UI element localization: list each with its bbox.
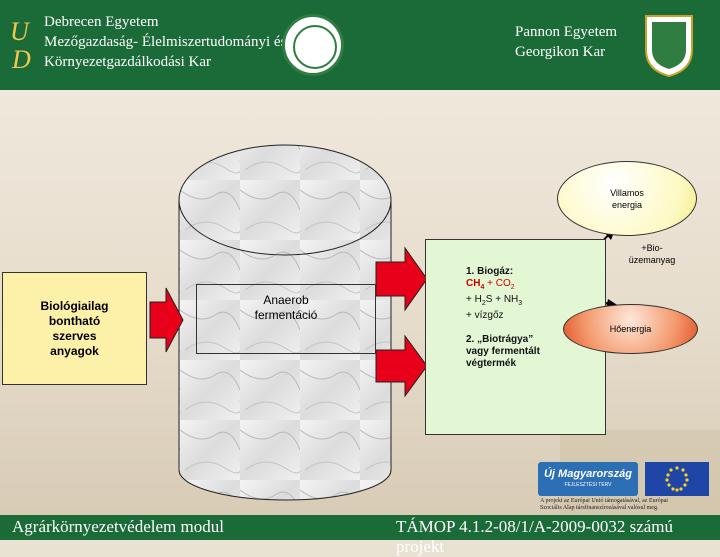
partner-university-name: Pannon Egyetem Georgikon Kar [515,22,617,62]
new-hungary-logo-subtext: FEJLESZTÉSI TERV [564,482,612,488]
eu-note-line: A projekt az Európai Unió támogatásával,… [540,498,668,504]
project-id: TÁMOP 4.1.2-08/1/A-2009-0032 számú proje… [396,517,674,556]
digester-top [178,144,392,256]
footer-banner: Agrárkörnyezetvédelem modul TÁMOP 4.1.2-… [0,515,720,556]
module-title: Agrárkörnyezetvédelem modul [12,517,224,536]
input-label: szerves [52,328,97,343]
eu-flag-icon [645,462,709,496]
biofuel-label: +Bio- üzemanyag [622,242,682,266]
biogas-arrow [375,246,428,312]
biogas-formula-1: CH4 + CO2 [466,278,515,291]
input-label: anyagok [50,343,99,358]
university-name: Debrecen Egyetem Mezőgazdaság- Élelmisze… [44,12,286,72]
biofuel-line: üzemanyag [628,255,676,265]
biofuel-line: +Bio- [641,243,663,253]
svg-text:D: D [11,45,31,72]
digestate-line: végtermék [466,358,517,369]
eu-note-line: Szociális Alap társfinanszírozásával val… [540,505,659,511]
svg-text:U: U [10,17,31,46]
heat-label: Hőenergia [609,324,652,334]
biogas-title: 1. Biogáz: [466,266,514,277]
electric-label: energia [611,199,642,210]
new-hungary-logo: Új Magyarország FEJLESZTÉSI TERV [538,462,638,496]
header-line: Debrecen Egyetem [44,14,159,30]
new-hungary-logo-text: Új Magyarország [543,468,633,480]
fermentation-box [196,284,376,354]
heat-energy-node: Hőenergia [563,304,698,354]
header-line: Pannon Egyetem [515,24,618,40]
input-arrow [149,287,184,353]
biogas-formula-3: + vízgőz [466,310,504,321]
faculty-seal-icon [282,14,344,76]
biogas-formula-2: + H2S + NH3 [466,294,523,307]
header-line: Környezetgazdálkodási Kar [44,54,212,70]
fermentation-line: Anaerob [263,293,309,307]
electric-label: Villamos [610,187,644,198]
products-text: 1. Biogáz: CH4 + CO2 + H2S + NH3 + vízgő… [466,266,601,370]
header-banner: U D Debrecen Egyetem Mezőgazdaság- Élelm… [0,0,720,90]
crest-icon [645,15,693,78]
input-label: bontható [48,313,101,328]
input-box: Biológiailag bontható szerves anyagok [2,272,147,385]
fermentation-label: Anaerob fermentáció [236,293,336,323]
biogas-diagram [149,144,619,501]
eu-funding-note: A projekt az Európai Unió támogatásával,… [540,498,710,512]
digestate-title: 2. „Biotrágya” [466,334,534,345]
fermentation-line: fermentáció [254,308,318,322]
header-line: Mezőgazdaság- Élelmiszertudományi és [44,34,287,50]
digestate-line: vagy fermentált [466,346,540,357]
input-label: Biológiailag [40,298,109,313]
header-line: Georgikon Kar [515,44,606,60]
electric-energy-node: Villamos energia [557,161,697,236]
digester-tank [178,199,392,501]
digestate-arrow [375,334,428,398]
university-logo-icon: U D [10,17,31,72]
